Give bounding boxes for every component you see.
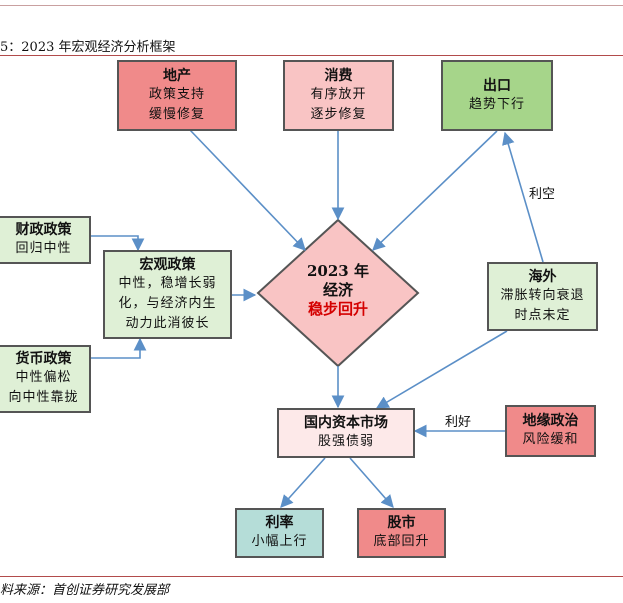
arrow-export-to-center [372,130,498,251]
overseas-export-label: 利空 [529,187,556,202]
consumption-line-2: 逐步修复 [310,106,367,122]
macro-policy-box: 宏观政策 中性，稳增长弱 化，与经济内生 动力此消彼长 [103,250,232,339]
geopolitics-line-1: 风险缓和 [522,432,579,447]
figure-source: 料来源：首创证券研究发展部 [0,583,170,598]
overseas-line-2: 时点未定 [514,307,571,323]
arrow-overseas-to-market [375,330,508,409]
macro-policy-title: 宏观政策 [139,256,196,273]
rates-line-1: 小幅上行 [251,534,308,549]
fiscal-policy-title: 财政政策 [15,222,72,238]
monetary-policy-line-1: 中性偏松 [15,370,72,385]
real-estate-title: 地产 [163,67,191,84]
figure-caption: 5：2023 年宏观经济分析框架 [0,40,176,55]
export-box: 出口 趋势下行 [441,60,553,131]
consumption-line-1: 有序放开 [310,86,367,102]
macro-policy-line-2: 化，与经济内生 [118,295,217,311]
monetary-policy-title: 货币政策 [15,351,72,367]
top-rule [0,5,623,6]
source-rule [0,576,623,577]
real-estate-box: 地产 政策支持 缓慢修复 [117,60,237,131]
arrow-market-to-rates [280,457,326,508]
overseas-line-1: 滞胀转向衰退 [500,287,585,303]
macro-policy-line-3: 动力此消彼长 [125,315,210,331]
export-title: 出口 [483,77,511,94]
overseas-box: 海外 滞胀转向衰退 时点未定 [487,262,598,331]
arrow-market-to-stocks [349,457,394,508]
capital-market-line-1: 股强债弱 [317,434,374,449]
consumption-title: 消费 [324,67,353,84]
real-estate-line-1: 政策支持 [148,86,205,102]
stocks-box: 股市 底部回升 [357,508,446,558]
capital-market-title: 国内资本市场 [304,415,388,431]
center-economy: 经济 [322,281,353,299]
capital-market-box: 国内资本市场 股强债弱 [277,408,415,458]
export-line-1: 趋势下行 [468,96,525,112]
rates-box: 利率 小幅上行 [235,508,324,558]
caption-rule [0,55,623,56]
geopolitics-box: 地缘政治 风险缓和 [505,405,596,457]
arrow-monetary-to-macro [91,337,147,359]
fiscal-policy-box: 财政政策 回归中性 [0,216,91,264]
geopolitics-market-label: 利好 [445,415,472,430]
center-status: 稳步回升 [307,300,368,318]
arrow-overseas-to-export [502,131,544,263]
consumption-box: 消费 有序放开 逐步修复 [283,60,394,131]
macro-policy-line-1: 中性，稳增长弱 [118,275,217,291]
center-diamond-text: 2023 年 经济 稳步回升 [270,262,406,319]
rates-title: 利率 [265,515,294,531]
arrow-fiscal-to-macro [91,235,145,252]
fiscal-policy-line-1: 回归中性 [15,241,72,256]
geopolitics-title: 地缘政治 [522,413,579,429]
monetary-policy-box: 货币政策 中性偏松 向中性靠拢 [0,345,91,413]
stocks-title: 股市 [387,515,416,531]
arrow-real-estate-to-center [189,129,306,251]
real-estate-line-2: 缓慢修复 [148,106,205,122]
center-year: 2023 年 [307,262,369,280]
monetary-policy-line-2: 向中性靠拢 [8,390,79,405]
overseas-title: 海外 [528,268,557,285]
stocks-line-1: 底部回升 [373,534,430,549]
